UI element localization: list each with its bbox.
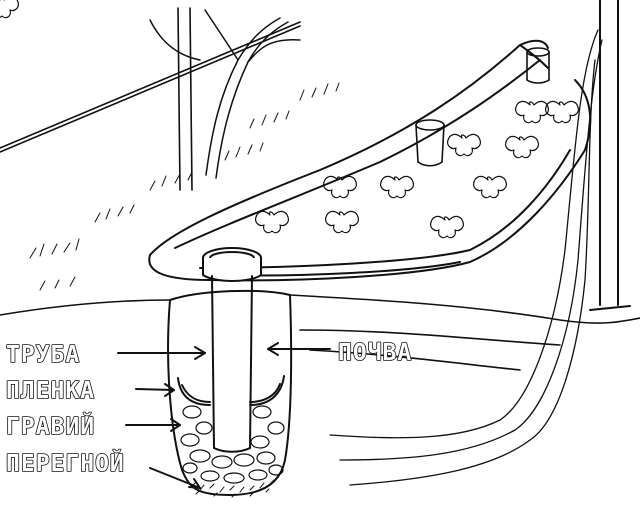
vine-trunk — [149, 9, 301, 179]
label-pipe: ТРУБА — [6, 342, 80, 368]
vine-roots — [329, 29, 603, 486]
ground-surface — [0, 294, 640, 371]
label-arrows — [117, 342, 331, 489]
label-gravel: ГРАВИЙ — [6, 412, 95, 440]
main-pipe — [202, 247, 262, 453]
humus-layer — [191, 479, 275, 498]
film-layer — [177, 375, 285, 406]
label-film: ПЛЕНКА — [6, 378, 95, 404]
gravel-layer — [180, 405, 285, 484]
label-soil: ПОЧВА — [338, 340, 412, 366]
right-pole — [589, 0, 631, 311]
label-humus: ПЕРЕГНОЙ — [6, 449, 125, 477]
garden-bed — [148, 39, 592, 282]
planting-pit — [167, 289, 293, 496]
trellis-wire — [0, 7, 301, 191]
small-pipe-mid — [415, 119, 445, 167]
grass-hatching — [29, 82, 340, 291]
seedlings — [0, 0, 579, 239]
small-pipe-far — [526, 47, 550, 84]
